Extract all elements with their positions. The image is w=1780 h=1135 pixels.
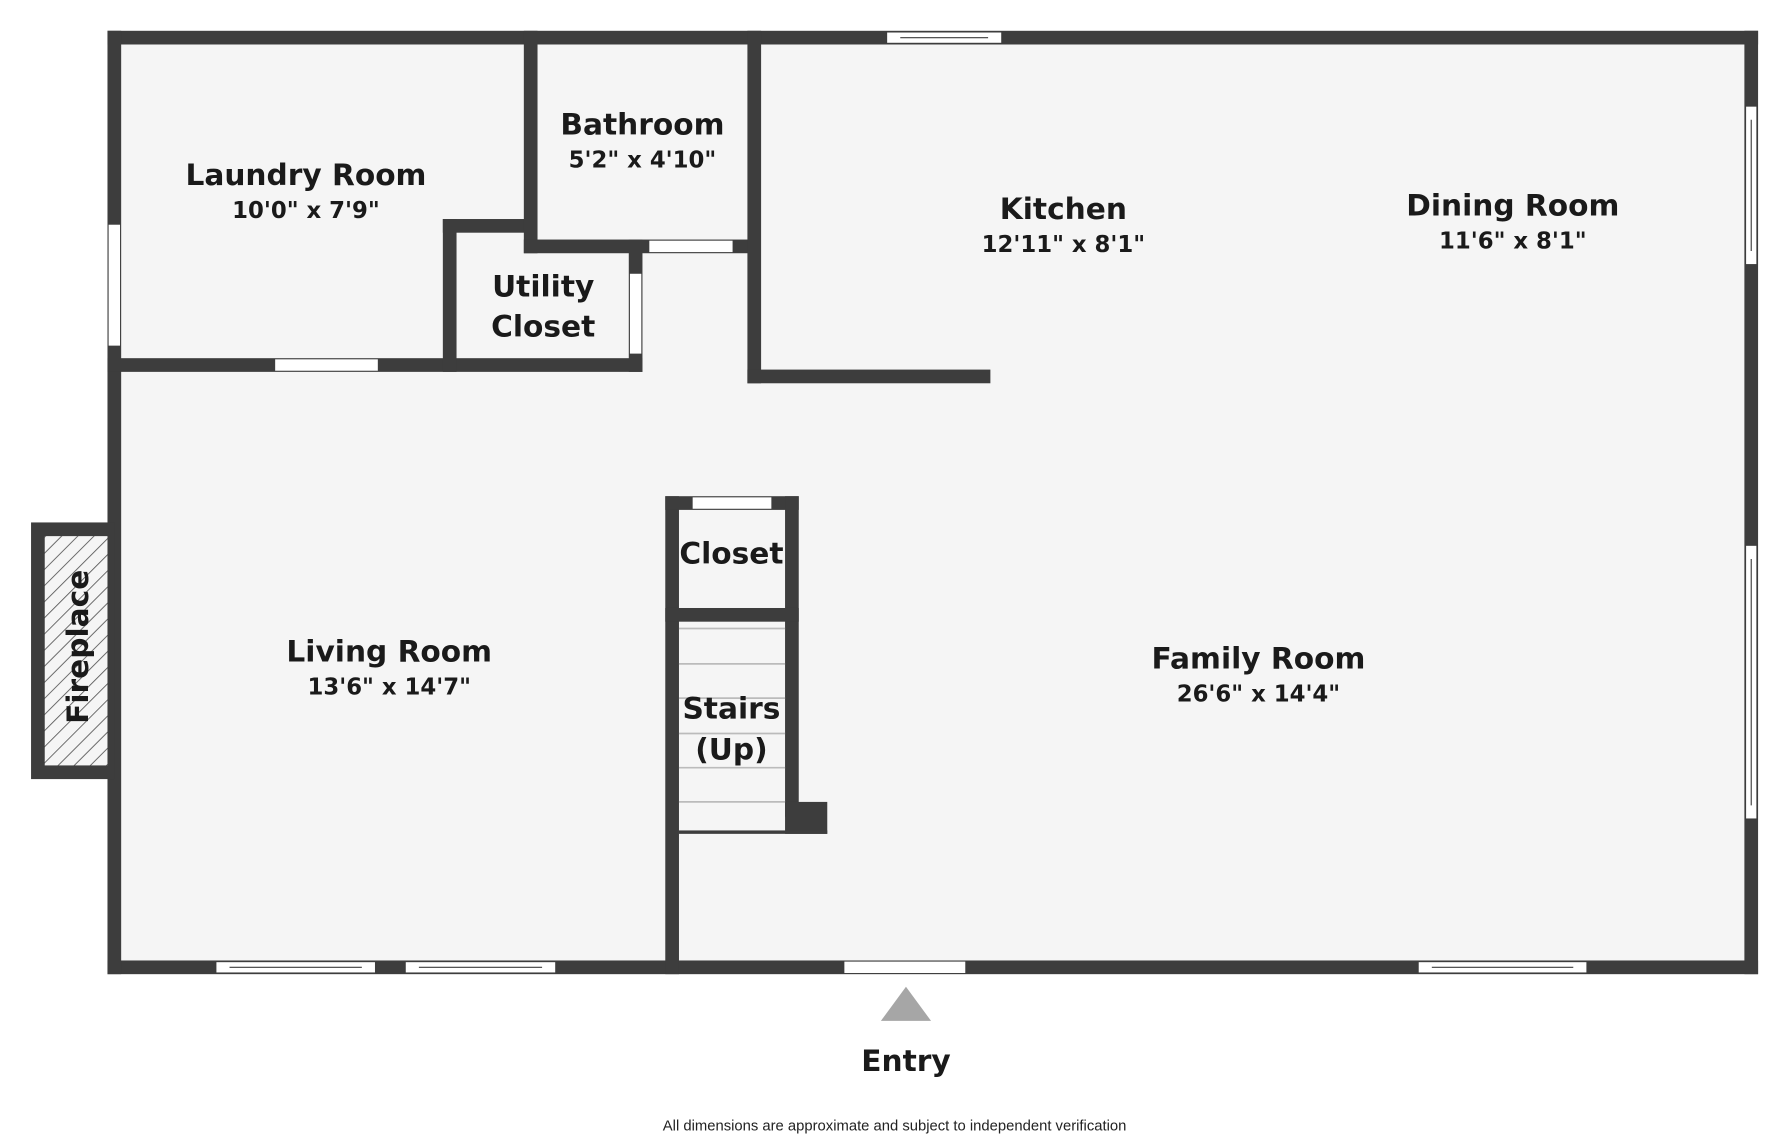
fireplace-label: Fireplace (60, 570, 95, 724)
entry-label: Entry (861, 1043, 950, 1078)
footer-disclaimer: All dimensions are approximate and subje… (663, 1118, 1127, 1134)
laundry-room-dims: 10'0" x 7'9" (232, 198, 380, 224)
door-openings (108, 224, 966, 974)
dining-room-name: Dining Room (1406, 188, 1619, 223)
living-room-dims: 13'6" x 14'7" (307, 675, 470, 701)
floor-area (107, 30, 1759, 975)
living-room-name: Living Room (286, 634, 492, 669)
bathroom-name: Bathroom (560, 107, 724, 142)
stairs-name-1: Stairs (682, 691, 780, 726)
laundry-room-name: Laundry Room (185, 157, 426, 192)
stair-steps (678, 627, 786, 803)
utility-closet-name-1: Utility (492, 269, 594, 304)
utility-closet-name-2: Closet (491, 309, 595, 344)
dining-room-dims: 11'6" x 8'1" (1439, 229, 1587, 255)
fireplace: Fireplace (31, 522, 115, 780)
closet-name: Closet (679, 536, 783, 571)
stairs-name-2: (Up) (695, 732, 767, 767)
family-room-name: Family Room (1152, 640, 1366, 675)
bathroom-dims: 5'2" x 4'10" (569, 148, 717, 174)
family-room-dims: 26'6" x 14'4" (1177, 682, 1340, 708)
entry-opening (844, 961, 966, 974)
kitchen-dims: 12'11" x 8'1" (982, 232, 1145, 258)
entry-arrow-icon (880, 986, 932, 1021)
windows (215, 31, 1758, 974)
kitchen-name: Kitchen (1000, 191, 1127, 226)
